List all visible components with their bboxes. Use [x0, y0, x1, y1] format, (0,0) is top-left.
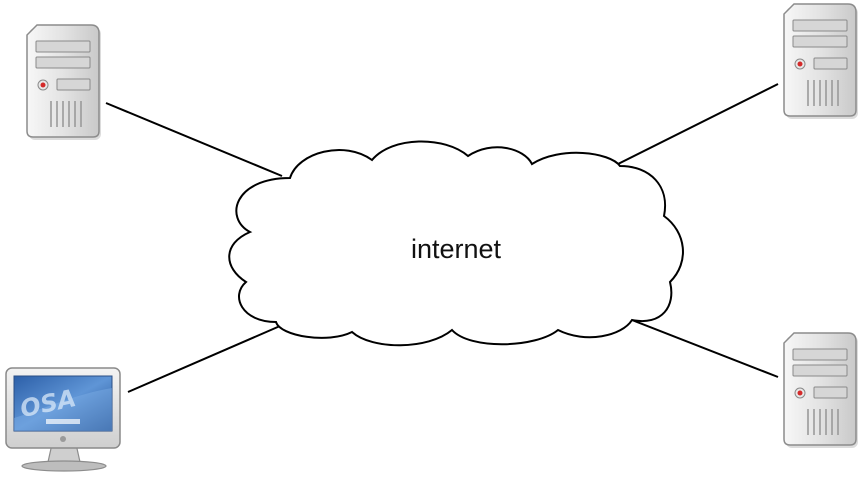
cloud-label: internet [411, 234, 502, 264]
connection-lines [105, 83, 779, 393]
link-server-top-right [613, 83, 779, 167]
link-server-bottom-right [631, 319, 779, 378]
desktop-computer-icon: OSA [5, 367, 121, 472]
link-server-top-left [105, 102, 283, 177]
server-icon-top-right [783, 3, 859, 120]
link-computer [127, 325, 281, 393]
server-icon-top-left [26, 24, 102, 141]
apple-logo-icon [60, 436, 66, 442]
internet-cloud [228, 140, 684, 347]
server-icon-bottom-right [783, 332, 859, 449]
